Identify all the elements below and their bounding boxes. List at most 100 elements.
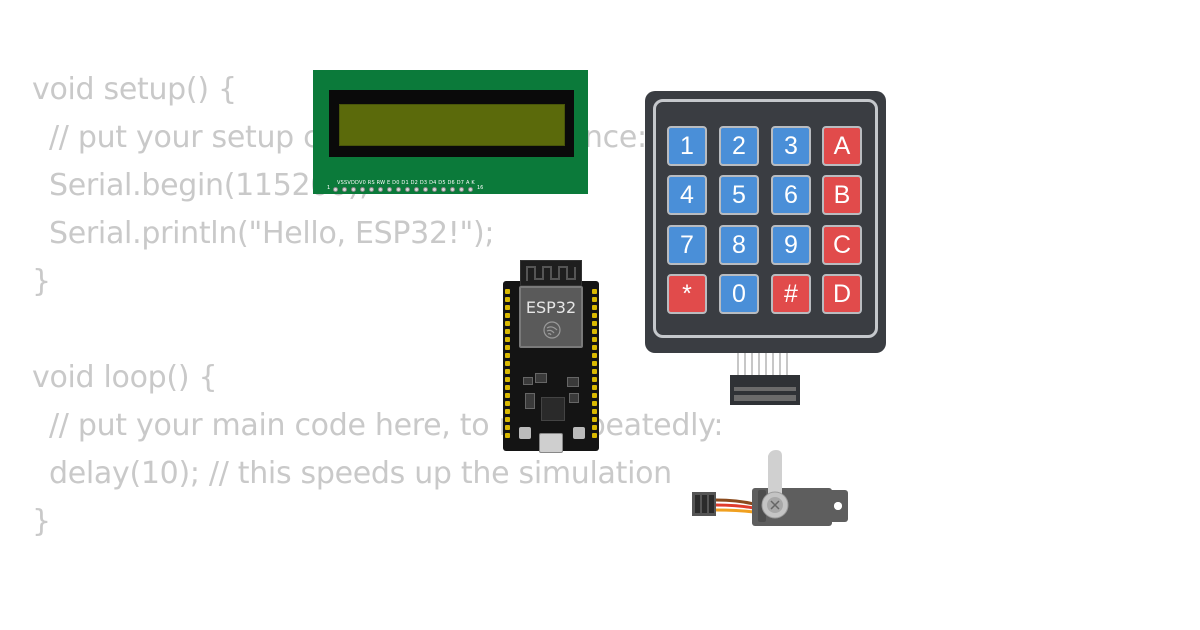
servo-motor[interactable] [692,450,852,530]
lcd-pin[interactable] [432,187,437,192]
code-line: } [32,264,51,299]
esp32-pin[interactable] [505,321,510,326]
esp32-pin[interactable] [505,401,510,406]
lcd-pin[interactable] [378,187,383,192]
lcd-pin[interactable] [387,187,392,192]
keypad-key[interactable]: * [667,274,707,314]
lcd-pin[interactable] [414,187,419,192]
lcd-pin-labels: VSSVDDV0 RS RW E D0 D1 D2 D3 D4 D5 D6 D7… [337,180,475,186]
esp32-pin[interactable] [505,377,510,382]
antenna-trace-icon [526,266,576,281]
esp32-pin[interactable] [592,377,597,382]
lcd-pin[interactable] [360,187,365,192]
code-line [32,306,723,354]
esp32-pin[interactable] [592,401,597,406]
servo-wire-brown [715,498,755,506]
lcd-screen [339,104,565,146]
esp32-pin[interactable] [505,345,510,350]
esp32-pin[interactable] [505,305,510,310]
esp32-pin[interactable] [592,385,597,390]
esp32-pin[interactable] [592,417,597,422]
keypad-key[interactable]: # [771,274,811,314]
keypad-key[interactable]: 6 [771,175,811,215]
esp32-pin[interactable] [505,369,510,374]
esp32-component [535,373,547,383]
esp32-pin[interactable] [505,361,510,366]
code-line: Serial.println("Hello, ESP32!"); [49,216,495,251]
keypad-key[interactable]: 5 [719,175,759,215]
esp32-micro-usb-port [539,433,563,453]
esp32-devkit-board[interactable]: ESP32 [503,260,599,453]
servo-wire-red [715,503,755,510]
esp32-pin[interactable] [592,297,597,302]
esp32-pin[interactable] [592,425,597,430]
lcd-pin[interactable] [396,187,401,192]
esp32-pin[interactable] [505,297,510,302]
esp32-pin[interactable] [505,393,510,398]
esp32-pin[interactable] [592,393,597,398]
keypad-key[interactable]: D [822,274,862,314]
esp32-pin[interactable] [505,289,510,294]
esp32-component [523,377,533,385]
keypad-key[interactable]: 4 [667,175,707,215]
lcd-pin[interactable] [450,187,455,192]
lcd-pin[interactable] [369,187,374,192]
lcd-pin[interactable] [441,187,446,192]
lcd-pin[interactable] [333,187,338,192]
keypad-key[interactable]: 3 [771,126,811,166]
keypad-key[interactable]: 1 [667,126,707,166]
lcd-pin[interactable] [405,187,410,192]
esp32-antenna [520,260,582,286]
code-line: void loop() { [32,360,218,395]
esp32-en-button[interactable] [519,427,531,439]
esp32-pin[interactable] [592,353,597,358]
esp32-left-pin-row [505,289,511,438]
esp32-usb-uart-chip [541,397,565,421]
lcd-pin[interactable] [459,187,464,192]
lcd-last-pin-number: 16 [477,185,484,191]
esp32-pin[interactable] [505,409,510,414]
keypad-key[interactable]: 9 [771,225,811,265]
code-line: // put your main code here, to run repea… [49,408,724,443]
lcd-first-pin-number: 1 [327,185,331,191]
esp32-pin[interactable] [592,433,597,438]
esp32-pin[interactable] [592,361,597,366]
esp32-pin[interactable] [592,313,597,318]
keypad-key[interactable]: 2 [719,126,759,166]
esp32-pin[interactable] [592,369,597,374]
esp32-pin[interactable] [592,289,597,294]
keypad-key[interactable]: B [822,175,862,215]
lcd-pin[interactable] [351,187,356,192]
lcd-pin[interactable] [468,187,473,192]
keypad-key[interactable]: 7 [667,225,707,265]
esp32-pin[interactable] [505,337,510,342]
servo-horn[interactable] [768,450,782,494]
esp32-pin[interactable] [592,305,597,310]
esp32-pin[interactable] [505,433,510,438]
esp32-component [569,393,579,403]
esp32-pin[interactable] [505,417,510,422]
esp32-pin[interactable] [592,337,597,342]
esp32-pin[interactable] [592,321,597,326]
esp32-pin[interactable] [592,345,597,350]
keypad-key[interactable]: 8 [719,225,759,265]
keypad-key[interactable]: A [822,126,862,166]
esp32-pin[interactable] [505,313,510,318]
keypad-key[interactable]: C [822,225,862,265]
esp32-pin[interactable] [592,409,597,414]
keypad-ribbon-connector [730,353,800,405]
esp32-pin[interactable] [505,385,510,390]
lcd-bezel [329,90,574,157]
lcd-pin[interactable] [423,187,428,192]
code-line: } [32,504,51,539]
lcd-pin-header [333,187,473,192]
esp32-boot-button[interactable] [573,427,585,439]
lcd-pin[interactable] [342,187,347,192]
esp32-pin[interactable] [505,425,510,430]
lcd-1602-display[interactable]: VSSVDDV0 RS RW E D0 D1 D2 D3 D4 D5 D6 D7… [313,70,588,194]
esp32-pin[interactable] [505,329,510,334]
esp32-pin[interactable] [505,353,510,358]
keypad-key[interactable]: 0 [719,274,759,314]
esp32-pin[interactable] [592,329,597,334]
